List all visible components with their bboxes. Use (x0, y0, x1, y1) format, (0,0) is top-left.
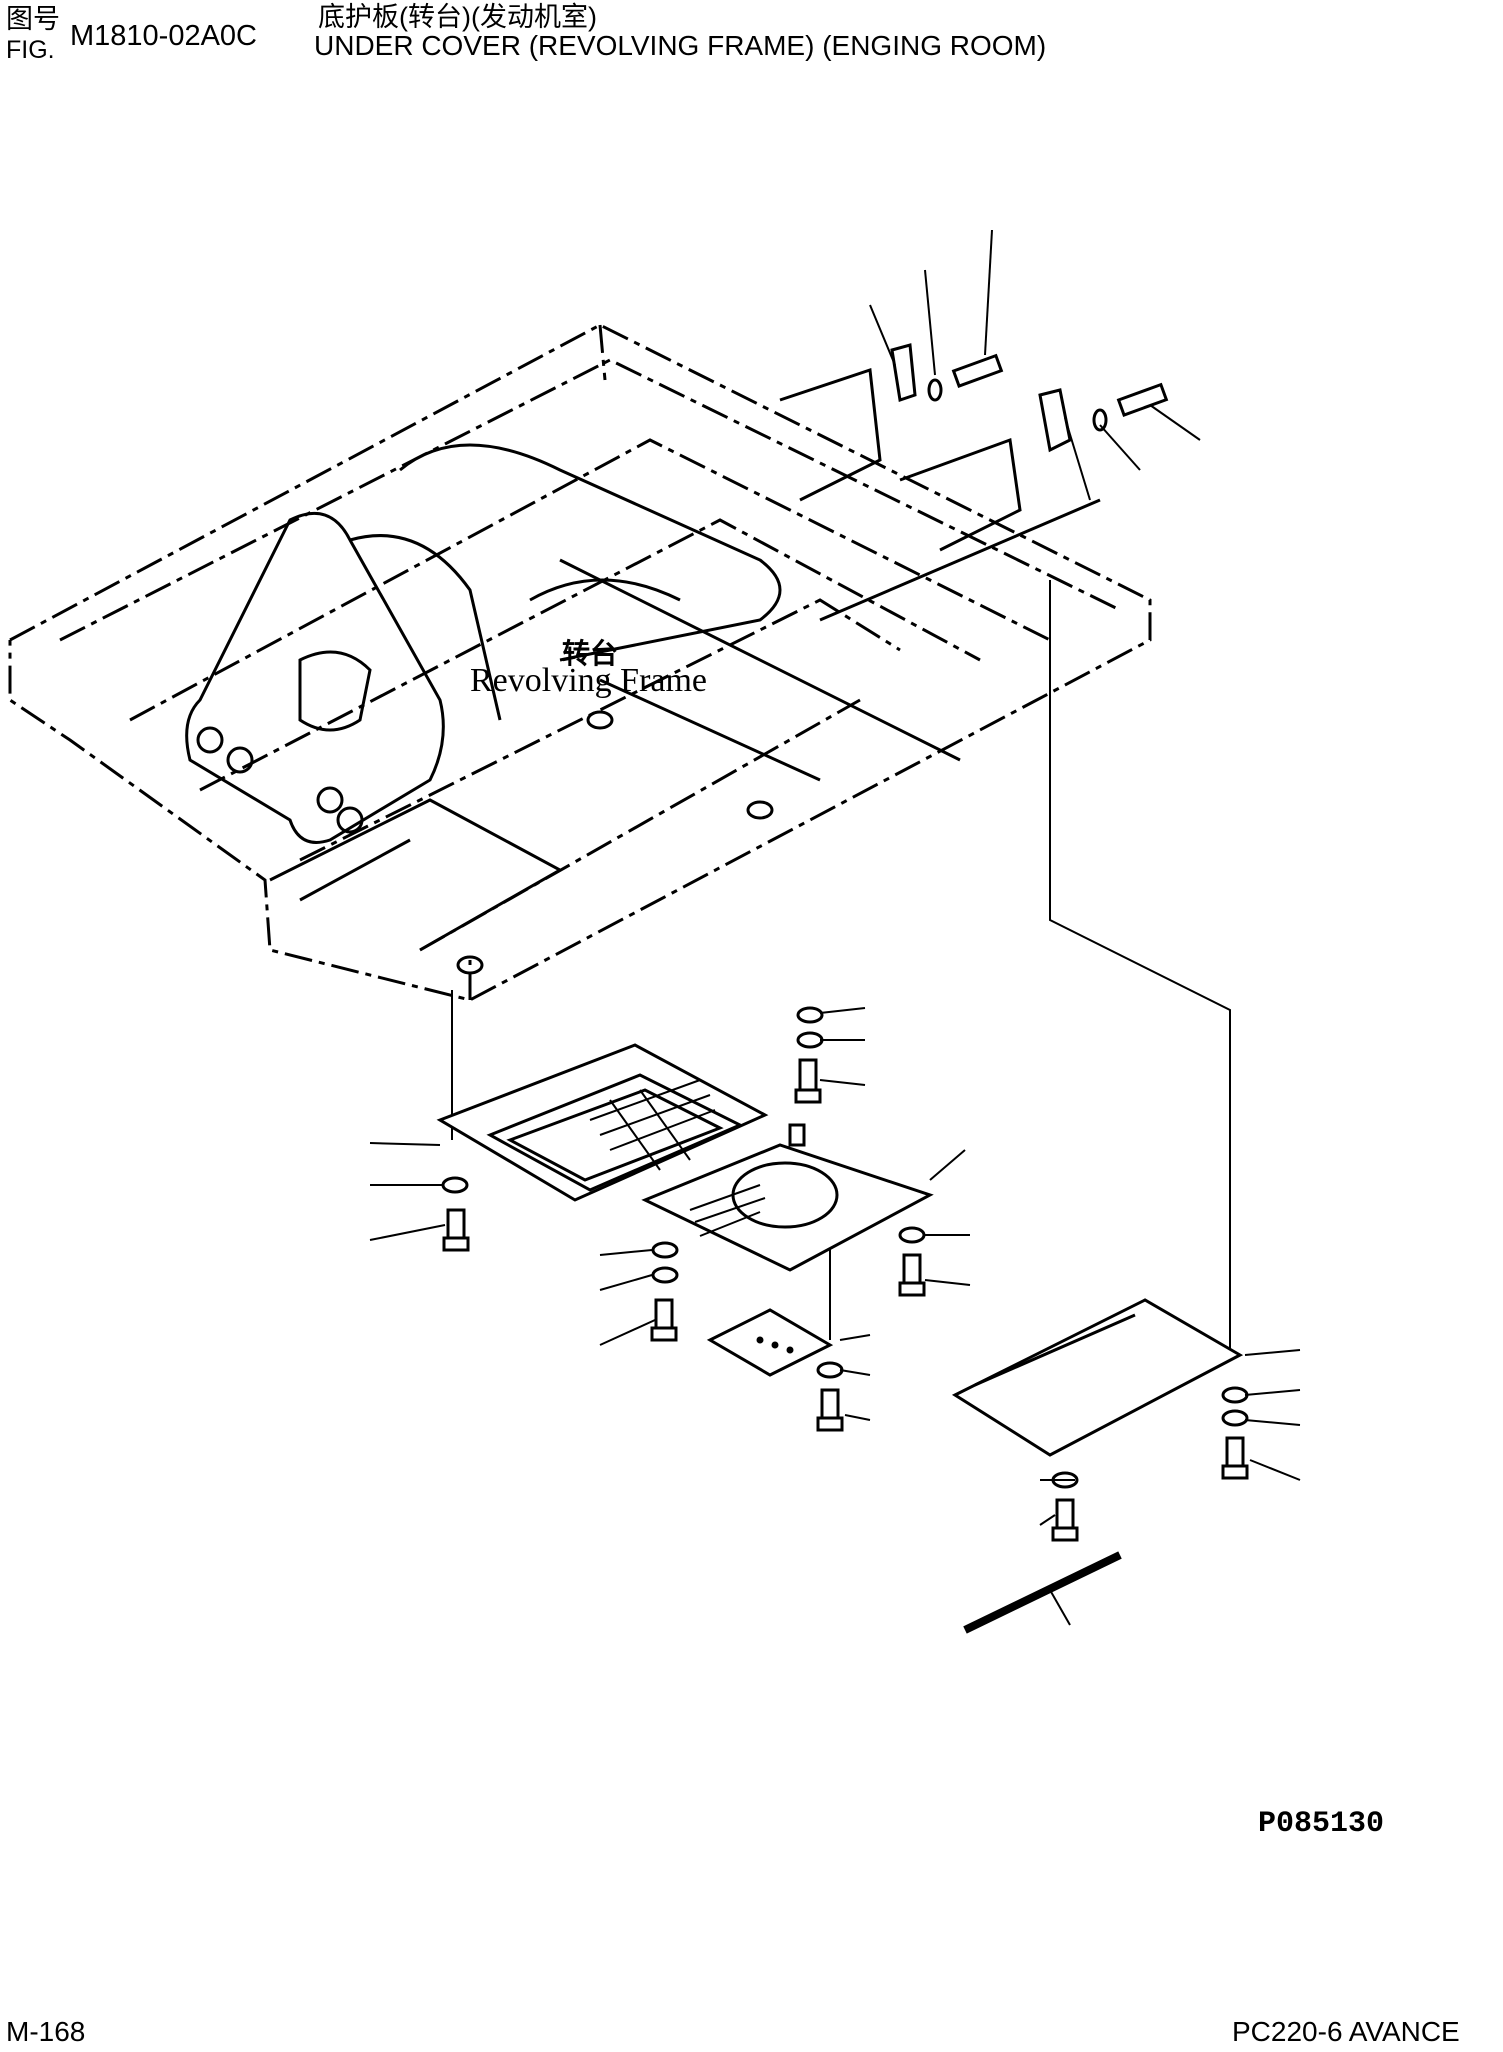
small-cover (706, 1308, 834, 1377)
upper-fasteners (890, 343, 1169, 453)
revolving-frame-label-cn: 转台 (562, 639, 619, 670)
drawing-code: P085130 (1258, 1807, 1385, 1841)
title-en: UNDER COVER (REVOLVING FRAME) (ENGING RO… (314, 30, 1047, 61)
frame-side-rail (559, 367, 1101, 782)
leader-lines (369, 1007, 1301, 1526)
boom-mount-bracket (185, 443, 782, 844)
under-cover-right (951, 1298, 1244, 1457)
model-name: PC220-6 AVANCE (1232, 2016, 1460, 2047)
revolving-frame-label-en: Revolving Frame (470, 662, 708, 699)
under-cover-main (436, 1043, 769, 1202)
under-cover-round (641, 1123, 934, 1272)
page-number: M-168 (6, 2016, 86, 2047)
title-cn: 底护板(转台)(发动机室) (318, 2, 597, 32)
long-bar (963, 1551, 1122, 1634)
fig-label-cn: 图号 (6, 4, 60, 34)
frame-deck (269, 710, 774, 975)
fig-label-en: FIG. (6, 36, 55, 64)
fig-number: M1810-02A0C (70, 20, 257, 52)
